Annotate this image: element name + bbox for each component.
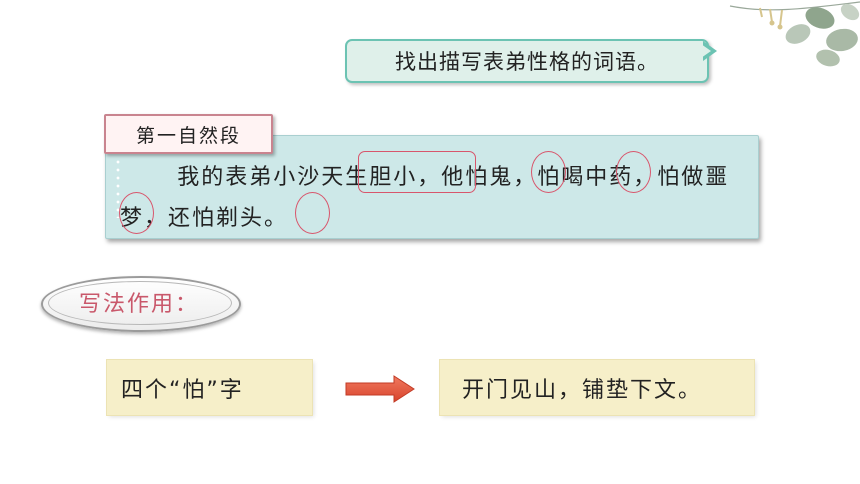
highlight-circle-pa-4 — [295, 192, 330, 234]
paragraph-label: 第一自然段 — [104, 114, 273, 154]
effect-box: 开门见山，铺垫下文。 — [440, 360, 754, 415]
four-pa-text: 四个“怕”字 — [121, 377, 244, 403]
highlight-circle-pa-2 — [616, 151, 651, 193]
task-prompt-bubble: 找出描写表弟性格的词语。 — [345, 39, 709, 83]
highlight-circle-pa-3 — [119, 192, 154, 234]
method-label-oval-ring — [48, 281, 232, 325]
method-label: 写法作用： — [41, 276, 237, 328]
highlight-box-tiansheng-danxiao — [358, 151, 476, 193]
task-prompt-text: 找出描写表弟性格的词语。 — [395, 50, 659, 74]
decorative-dots — [116, 158, 120, 218]
paragraph-label-text: 第一自然段 — [135, 124, 241, 147]
highlight-circle-pa-1 — [531, 151, 566, 193]
eucalyptus-leaves-icon — [729, 1, 860, 67]
effect-text: 开门见山，铺垫下文。 — [462, 377, 703, 403]
prompt-bubble-tail — [701, 41, 717, 61]
four-pa-box: 四个“怕”字 — [107, 360, 312, 415]
right-arrow-icon — [345, 375, 415, 403]
method-label-text: 写法作用： — [78, 292, 199, 317]
